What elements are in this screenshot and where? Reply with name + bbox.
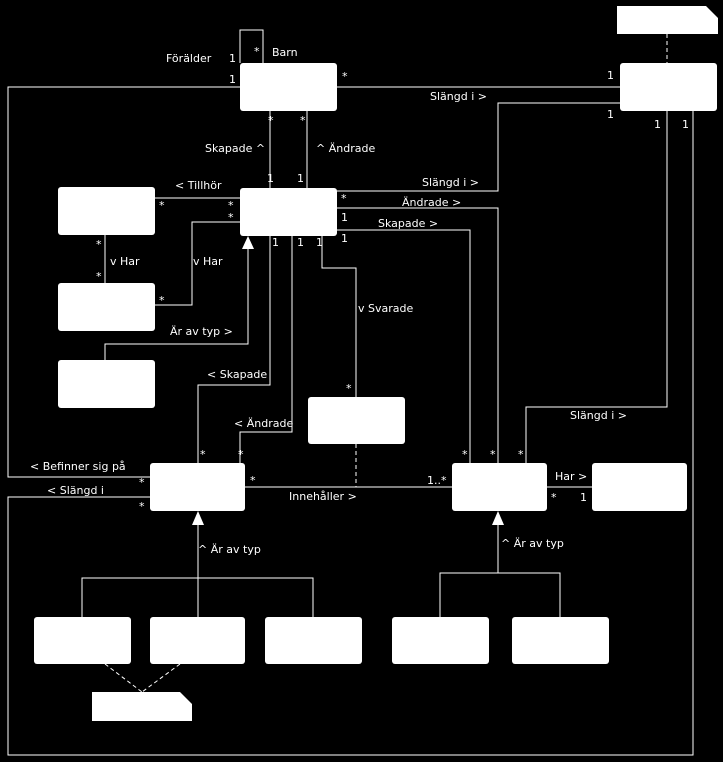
mult: * xyxy=(254,45,260,58)
label-andrade-left: < Ändrade xyxy=(234,417,293,430)
class-box-middle[interactable] xyxy=(308,397,405,444)
label-slangd-i-top: Slängd i > xyxy=(430,90,487,103)
class-box-subtype-right-2[interactable] xyxy=(512,617,609,664)
mult: 1 xyxy=(341,232,348,245)
class-box-far-right[interactable] xyxy=(592,463,687,511)
mult: * xyxy=(346,382,352,395)
mult: * xyxy=(490,448,496,461)
mult: * xyxy=(96,270,102,283)
mult: 1 xyxy=(229,73,236,86)
mult: * xyxy=(139,500,145,513)
mult: 1 xyxy=(654,118,661,131)
mult: * xyxy=(139,476,145,489)
association-lines xyxy=(7,29,694,756)
mult: * xyxy=(268,114,274,127)
label-skapade-left: < Skapade xyxy=(207,368,267,381)
class-boxes xyxy=(34,63,717,664)
multiplicities: 1 * 1 * 1 1 1 1 * * 1 1 * 1 1 * * * 1 1 … xyxy=(96,45,689,513)
mult: 1..* xyxy=(427,474,447,487)
note-links xyxy=(104,34,668,693)
label-slangd-i-right: Slängd i > xyxy=(570,409,627,422)
label-foralder: Förälder xyxy=(166,52,212,65)
label-ar-av-typ-left: ^ Är av typ xyxy=(198,543,261,556)
mult: * xyxy=(341,192,347,205)
mult: 1 xyxy=(272,236,279,249)
label-ar-av-typ-top: Är av typ > xyxy=(170,325,233,338)
class-box-subtype-right-1[interactable] xyxy=(392,617,489,664)
class-box-left-2[interactable] xyxy=(58,283,155,331)
label-skapade-right: Skapade > xyxy=(378,217,438,230)
label-innehaller: Innehåller > xyxy=(289,490,357,503)
label-andrade-right: Ändrade > xyxy=(402,196,461,209)
mult: * xyxy=(551,491,557,504)
class-box-subtype-left-2[interactable] xyxy=(150,617,245,664)
mult: * xyxy=(200,448,206,461)
class-box-left-1[interactable] xyxy=(58,187,155,235)
class-box-top-center[interactable] xyxy=(240,63,337,111)
label-tillhor: < Tillhör xyxy=(175,179,222,192)
mult: * xyxy=(228,199,234,212)
label-har-right: Har > xyxy=(555,470,587,483)
class-box-bottom-right-center[interactable] xyxy=(452,463,547,511)
mult: * xyxy=(518,448,524,461)
mult: 1 xyxy=(607,108,614,121)
label-v-har-left: v Har xyxy=(110,255,140,268)
mult: 1 xyxy=(297,236,304,249)
mult: * xyxy=(300,114,306,127)
label-barn: Barn xyxy=(272,46,298,59)
mult: 1 xyxy=(341,211,348,224)
label-slangd-i-left: < Slängd i xyxy=(47,484,104,497)
note-bottom-left xyxy=(92,692,192,721)
note-top-right xyxy=(617,6,718,34)
class-box-subtype-left-3[interactable] xyxy=(265,617,362,664)
mult: * xyxy=(159,199,165,212)
mult: 1 xyxy=(607,69,614,82)
label-v-svarade: v Svarade xyxy=(358,302,413,315)
mult: 1 xyxy=(580,491,587,504)
mult: * xyxy=(159,294,165,307)
class-box-left-3[interactable] xyxy=(58,360,155,408)
generalization-arrowhead-central xyxy=(242,236,254,249)
mult: * xyxy=(96,238,102,251)
class-box-central[interactable] xyxy=(240,188,337,236)
association-labels: Förälder Barn Slängd i > Skapade ^ ^ Änd… xyxy=(30,46,627,556)
mult: * xyxy=(342,70,348,83)
mult: * xyxy=(462,448,468,461)
label-slangd-i-mid: Slängd i > xyxy=(422,176,479,189)
class-box-top-right[interactable] xyxy=(620,63,717,111)
class-box-subtype-left-1[interactable] xyxy=(34,617,131,664)
label-skapade-up: Skapade ^ xyxy=(205,142,265,155)
mult: 1 xyxy=(682,118,689,131)
generalization-arrowhead-right xyxy=(492,511,504,525)
label-ar-av-typ-right: ^ Är av typ xyxy=(501,537,564,550)
class-box-bottom-left[interactable] xyxy=(150,463,245,511)
mult: 1 xyxy=(229,52,236,65)
mult: 1 xyxy=(297,172,304,185)
mult: * xyxy=(250,474,256,487)
mult: * xyxy=(238,448,244,461)
label-befinner-sig-pa: < Befinner sig på xyxy=(30,460,126,473)
mult: 1 xyxy=(316,236,323,249)
generalization-arrowhead-left xyxy=(192,511,204,525)
mult: 1 xyxy=(267,172,274,185)
label-v-har-right: v Har xyxy=(193,255,223,268)
mult: * xyxy=(228,211,234,224)
label-andrade-up: ^ Ändrade xyxy=(316,142,375,155)
